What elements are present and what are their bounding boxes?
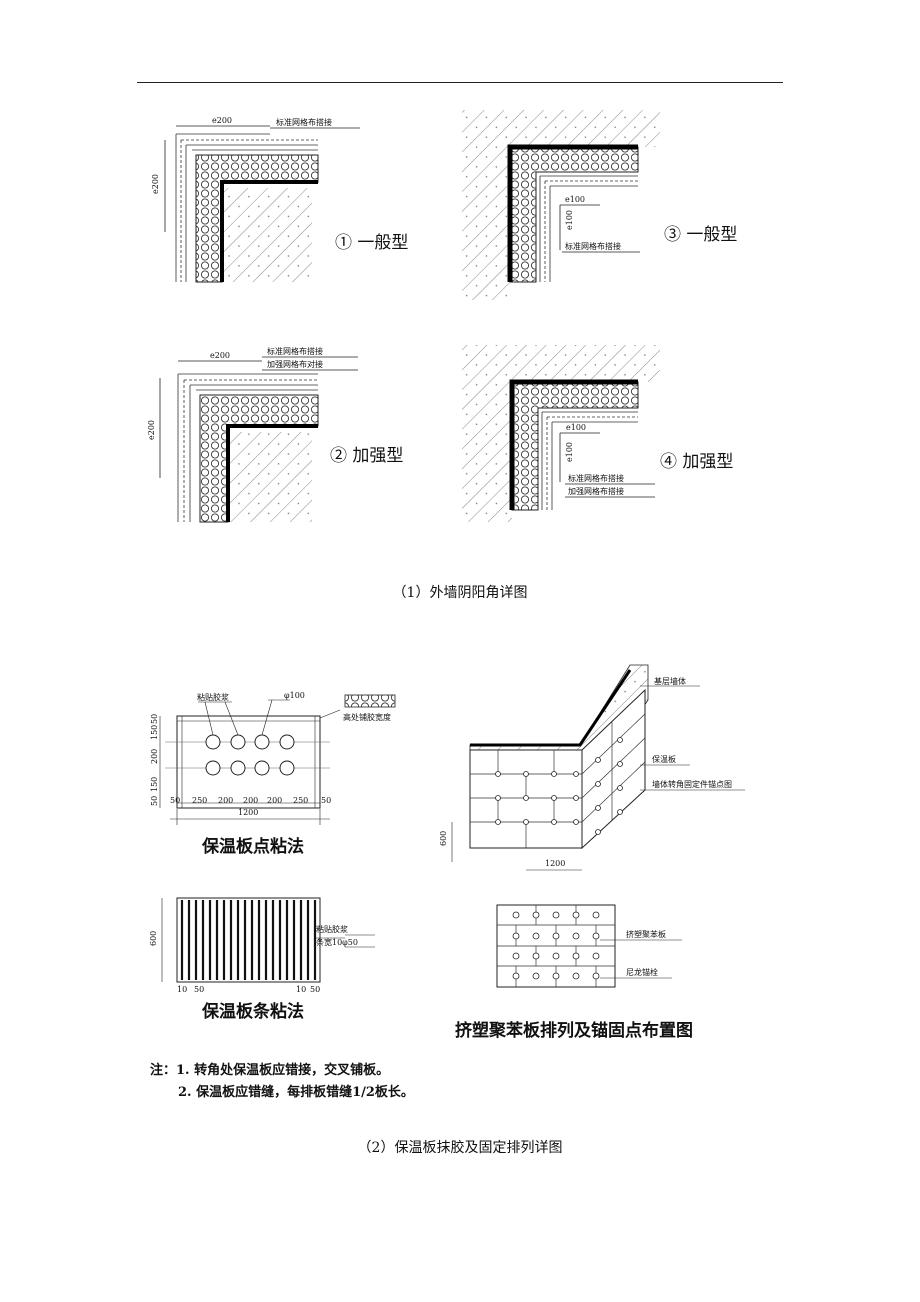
dot-title: 保温板点粘法 [201,836,304,857]
panel-title: ④ 加强型 [660,452,733,472]
label-strip-width: 条宽10φ50 [316,937,358,947]
notes: 注：1. 转角处保温板应错接，交叉铺板。 2. 保温板应错缝，每排板错缝1/2板… [150,1062,414,1100]
dim-height: 600 [149,931,158,946]
panel-3-general-outer: e100 e100 标准网格布搭接 ③ 一般型 [462,110,737,300]
anchor-title: 挤塑聚苯板排列及锚固点布置图 [455,1020,693,1041]
dim-s0: 50 [150,796,159,806]
label-dia: φ100 [284,691,305,700]
dim-s3: 150 [150,725,159,740]
panel-1-general-inner: e200 e200 标准网格布搭接 ① 一般型 [151,116,408,283]
label-adhesive: 粘贴胶浆 [197,692,229,702]
panel-title: ① 一般型 [335,233,408,253]
label-mesh-reinforced: 加强网格布搭接 [568,486,624,496]
label-xps-board: 挤塑聚苯板 [626,929,666,939]
label-board: 保温板 [652,754,676,764]
label-base-wall: 基层墙体 [654,676,686,686]
dim-total: 1200 [238,808,258,817]
dim-top: e200 [210,351,230,360]
dim-b2: 10 [296,985,306,994]
dim-height: 600 [439,831,448,846]
dim-b1: 50 [194,985,204,994]
isometric-corner-diagram: 基层墙体 保温板 墙体转角固定件锚点图 600 1200 [439,664,745,871]
figure2-caption: （2）保温板抹胶及固定排列详图 [357,1140,563,1156]
dim-b1: 250 [192,796,207,805]
anchor-layout-diagram: 挤塑聚苯板 尼龙锚栓 挤塑聚苯板排列及锚固点布置图 [455,904,693,1041]
label-anchor-points: 墙体转角固定件锚点图 [652,779,732,789]
dim-b3: 200 [243,796,258,805]
figure1-caption: （1）外墙阴阳角详图 [392,585,528,601]
label-edge: 高处铺胶宽度 [343,712,391,722]
dim-b2: 200 [218,796,233,805]
dim-s1: 150 [150,777,159,792]
label-mesh-standard: 标准网格布搭接 [267,346,323,356]
dim-b6: 50 [321,796,331,805]
dot-bonding-diagram: 粘贴胶浆 φ100 高处铺胶宽度 50 250 200 200 200 250 … [150,691,396,857]
dim-side: e200 [151,174,160,194]
dim-top: e100 [565,195,585,204]
dim-top: e100 [566,423,586,432]
dim-b5: 250 [293,796,308,805]
label-mesh-reinforced: 加强网格布对接 [267,359,323,369]
dim-s2: 200 [150,749,159,764]
label-nylon-anchor: 尼龙锚栓 [626,967,658,977]
label-mesh: 标准网格布搭接 [276,117,332,127]
dim-side: e100 [565,210,574,230]
label-adhesive: 粘贴胶浆 [316,924,348,934]
note-2: 2. 保温板应错缝，每排板错缝1/2板长。 [178,1084,414,1100]
strip-title: 保温板条粘法 [201,1001,304,1022]
panel-title: ③ 一般型 [664,225,737,245]
panel-2-reinforced-inner: e200 e200 标准网格布搭接 加强网格布对接 ② 加强型 [147,346,403,523]
dim-b0: 10 [177,985,187,994]
label-mesh-standard: 标准网格布搭接 [568,473,624,483]
panel-title: ② 加强型 [330,446,403,466]
label-mesh: 标准网格布搭接 [565,241,621,251]
dim-side: e100 [565,442,574,462]
panel-4-reinforced-outer: e100 e100 标准网格布搭接 加强网格布搭接 ④ 加强型 [462,345,733,522]
dim-b4: 200 [267,796,282,805]
strip-bonding-diagram: 600 粘贴胶浆 条宽10φ50 10 50 10 50 保温板条粘法 [149,897,375,1022]
note-1: 注：1. 转角处保温板应错接，交叉铺板。 [150,1062,389,1078]
dim-b3: 50 [310,985,320,994]
dim-top: e200 [212,116,232,125]
header-rule [137,82,783,83]
dim-width: 1200 [545,859,565,868]
dim-s4: 50 [150,714,159,724]
dim-b0: 50 [170,796,180,805]
dim-side: e200 [147,420,156,440]
